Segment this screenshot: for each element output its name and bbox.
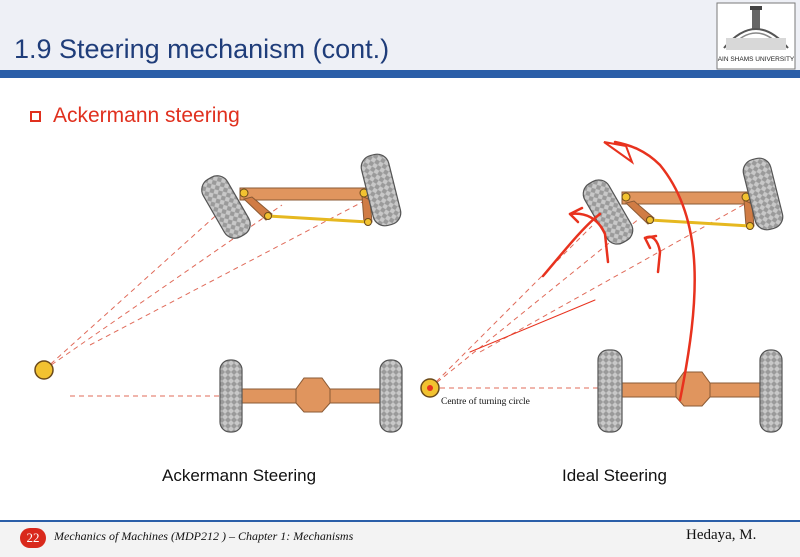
dashed-line [89, 197, 371, 346]
arrowhead-icon [568, 206, 584, 224]
tie-rod [267, 214, 369, 224]
university-logo: AIN SHAMS UNIVERSITY [716, 2, 796, 70]
ackermann-caption: Ackermann Steering [162, 466, 317, 485]
dashed-line [43, 204, 283, 371]
arrowhead-icon [643, 234, 658, 250]
bullet-square-icon [30, 110, 41, 122]
pivot-icon [646, 216, 654, 224]
front-right-wheel [360, 153, 402, 227]
rear-right-wheel [379, 359, 403, 433]
page-title: 1.9 Steering mechanism (cont.) [14, 34, 390, 64]
kingpin-icon [621, 192, 631, 202]
logo-text: AIN SHAMS UNIVERSITY [718, 56, 795, 63]
curve-arrow [613, 140, 696, 402]
ideal-diagram: Centre of turning circle [420, 140, 784, 433]
front-right-wheel [742, 157, 784, 231]
dashed-line [429, 217, 641, 389]
footer [0, 522, 800, 557]
pivot-icon [746, 222, 754, 230]
title-rule [0, 70, 800, 78]
page-number-badge: 22 [20, 528, 46, 548]
title-band [0, 0, 800, 70]
dashed-line [43, 209, 223, 371]
steering-diagram: Centre of turning circle [34, 140, 784, 433]
dashed-line [429, 225, 593, 389]
sketch-line [469, 299, 596, 353]
rear-right-wheel [759, 349, 783, 433]
tie-rod [649, 218, 751, 228]
footer-rule [0, 520, 800, 522]
front-axle [621, 191, 751, 205]
front-left-wheel [201, 175, 251, 239]
differential [295, 377, 331, 413]
front-axle [239, 187, 369, 201]
handdrawn-annotations [469, 140, 696, 402]
curve-arrow [541, 212, 602, 278]
turning-centre-dot [427, 385, 433, 391]
ideal-caption: Ideal Steering [562, 466, 667, 485]
rear-left-wheel [219, 359, 243, 433]
bullet-text: Ackermann steering [53, 104, 240, 127]
kingpin-icon [239, 188, 249, 198]
curve-arrow [568, 212, 610, 264]
pivot-icon [364, 218, 372, 226]
pivot-icon [264, 212, 272, 220]
centre-label: Centre of turning circle [441, 396, 530, 407]
arrowhead-icon [603, 141, 635, 165]
bullet-item: Ackermann steering [30, 104, 240, 128]
front-left-wheel [582, 179, 634, 245]
rear-left-wheel [597, 349, 623, 433]
ackermann-diagram [34, 153, 403, 433]
course-title: Mechanics of Machines (MDP212 ) – Chapte… [54, 529, 354, 543]
author-name: Hedaya, M. [686, 527, 757, 543]
dashed-line [479, 199, 753, 353]
turning-centre-icon [34, 360, 54, 380]
